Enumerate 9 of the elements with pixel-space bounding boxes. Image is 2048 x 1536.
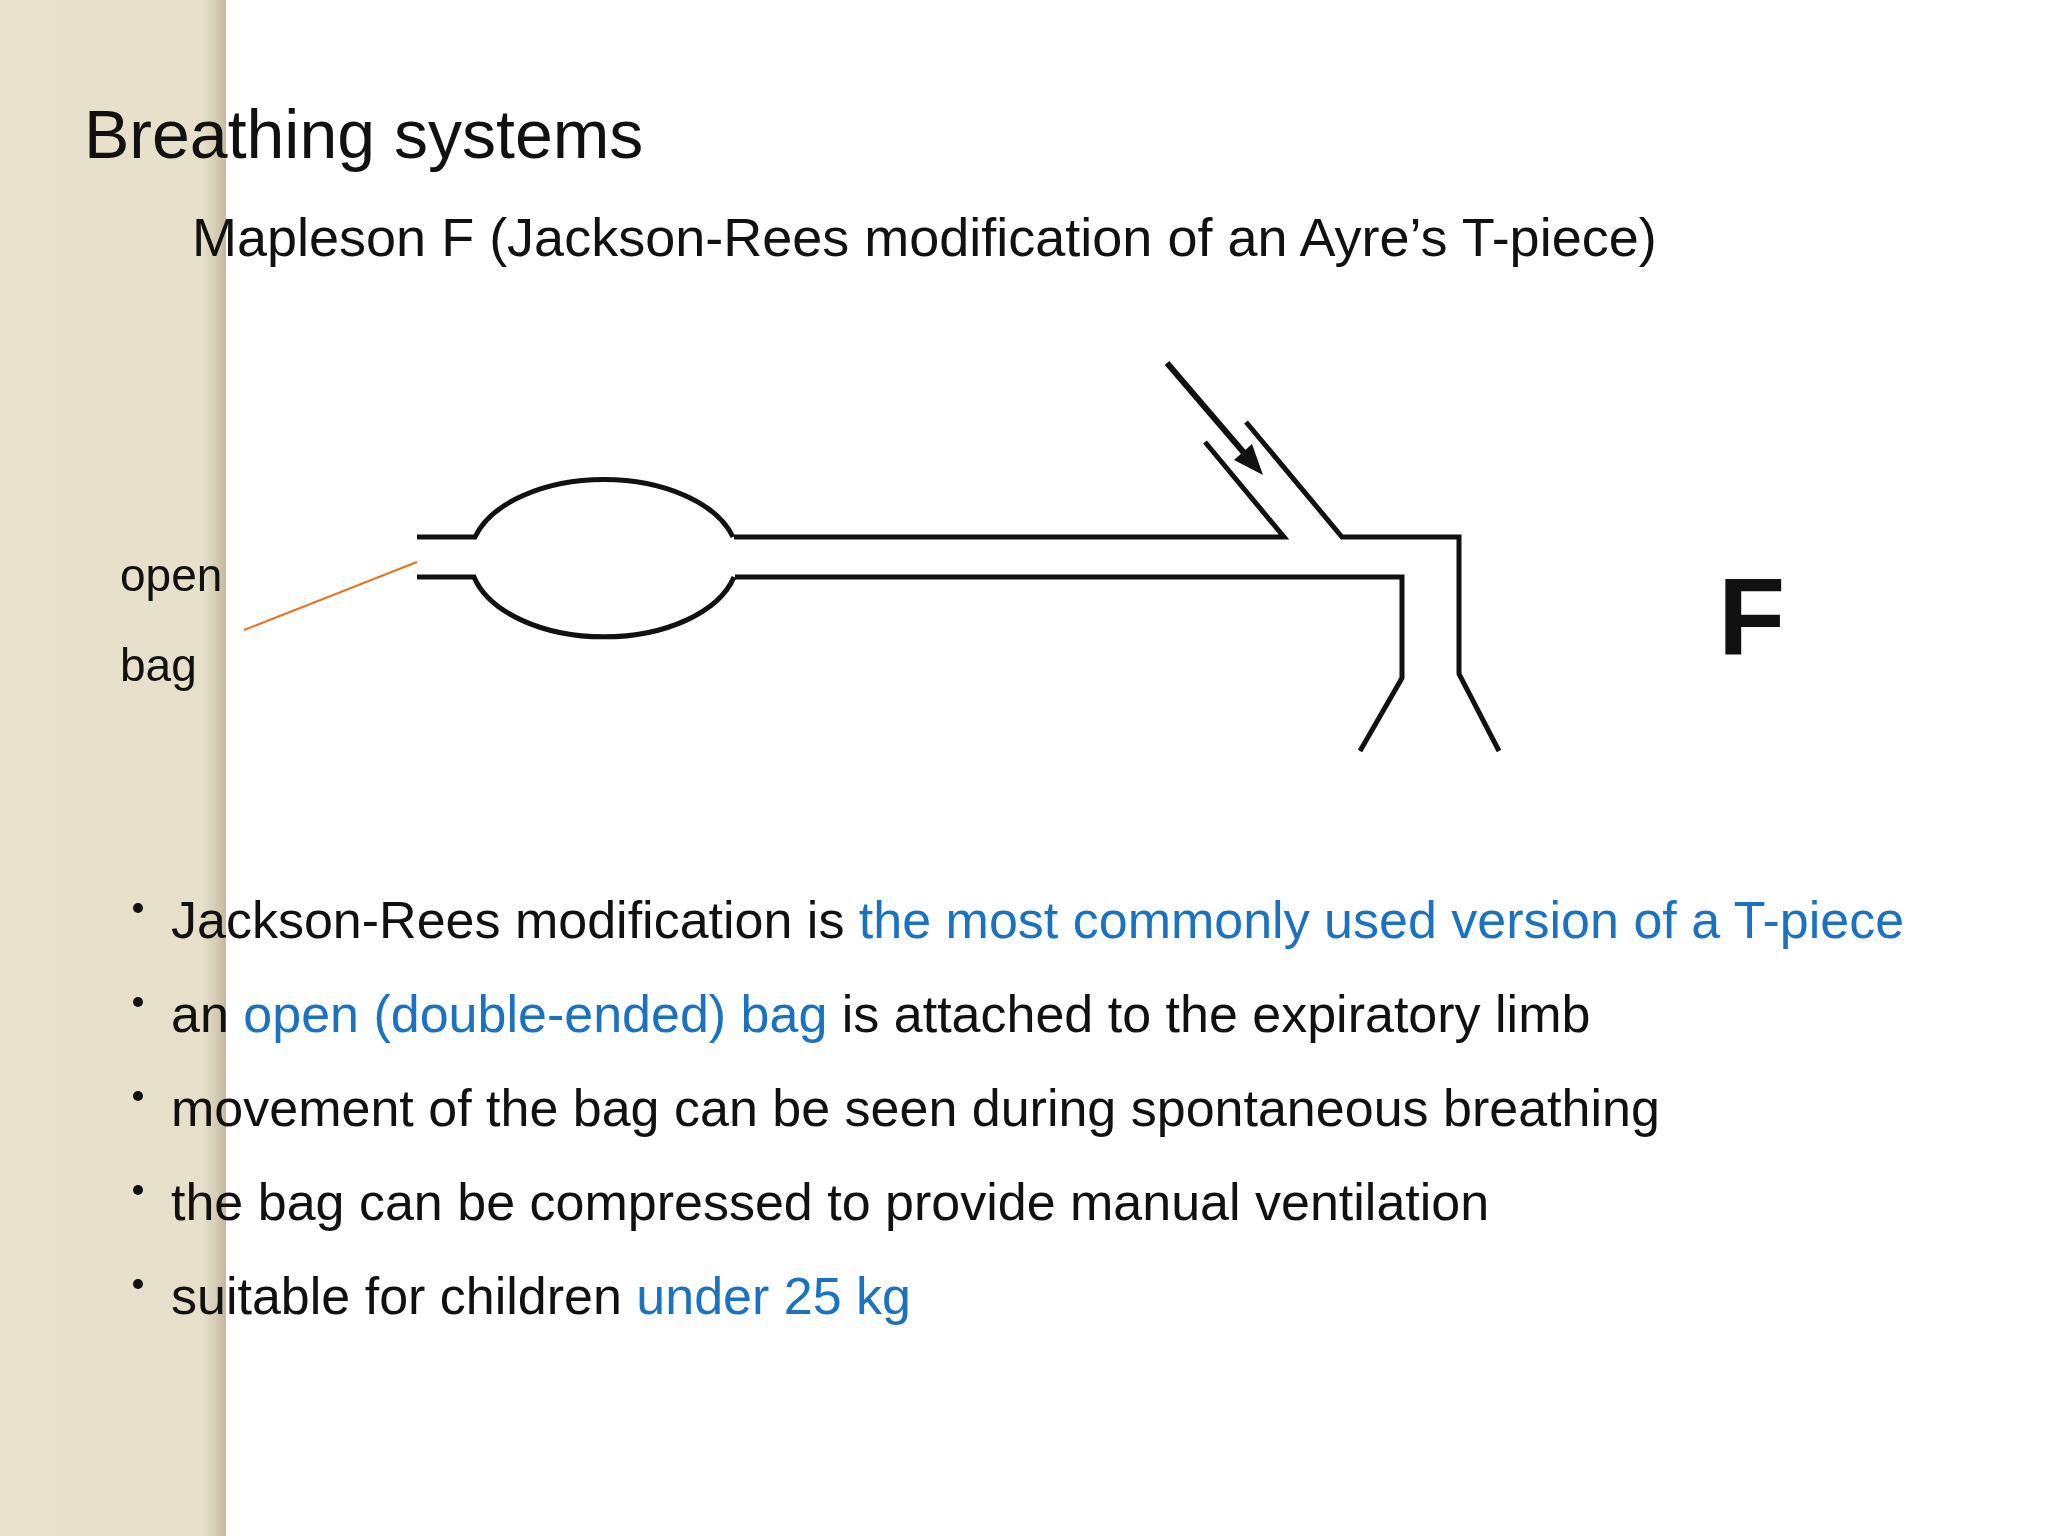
diagram-letter: F bbox=[1718, 562, 1786, 672]
bullet-text: the bag can be compressed to provide manual ventilation bbox=[171, 1172, 1490, 1233]
bullet-text: an open (double-ended) bag is attached to the expiratory limb bbox=[171, 984, 1591, 1045]
bullet-text: Jackson-Rees modification is the most commonly used version of a T-piece bbox=[171, 890, 1905, 951]
bullet-text: suitable for children under 25 kg bbox=[171, 1266, 911, 1327]
bullet-text: movement of the bag can be seen during spontaneous breathing bbox=[171, 1078, 1660, 1139]
reservoir-bag bbox=[417, 476, 737, 640]
callout-label: open bag bbox=[120, 530, 244, 710]
leader-line bbox=[243, 561, 418, 631]
